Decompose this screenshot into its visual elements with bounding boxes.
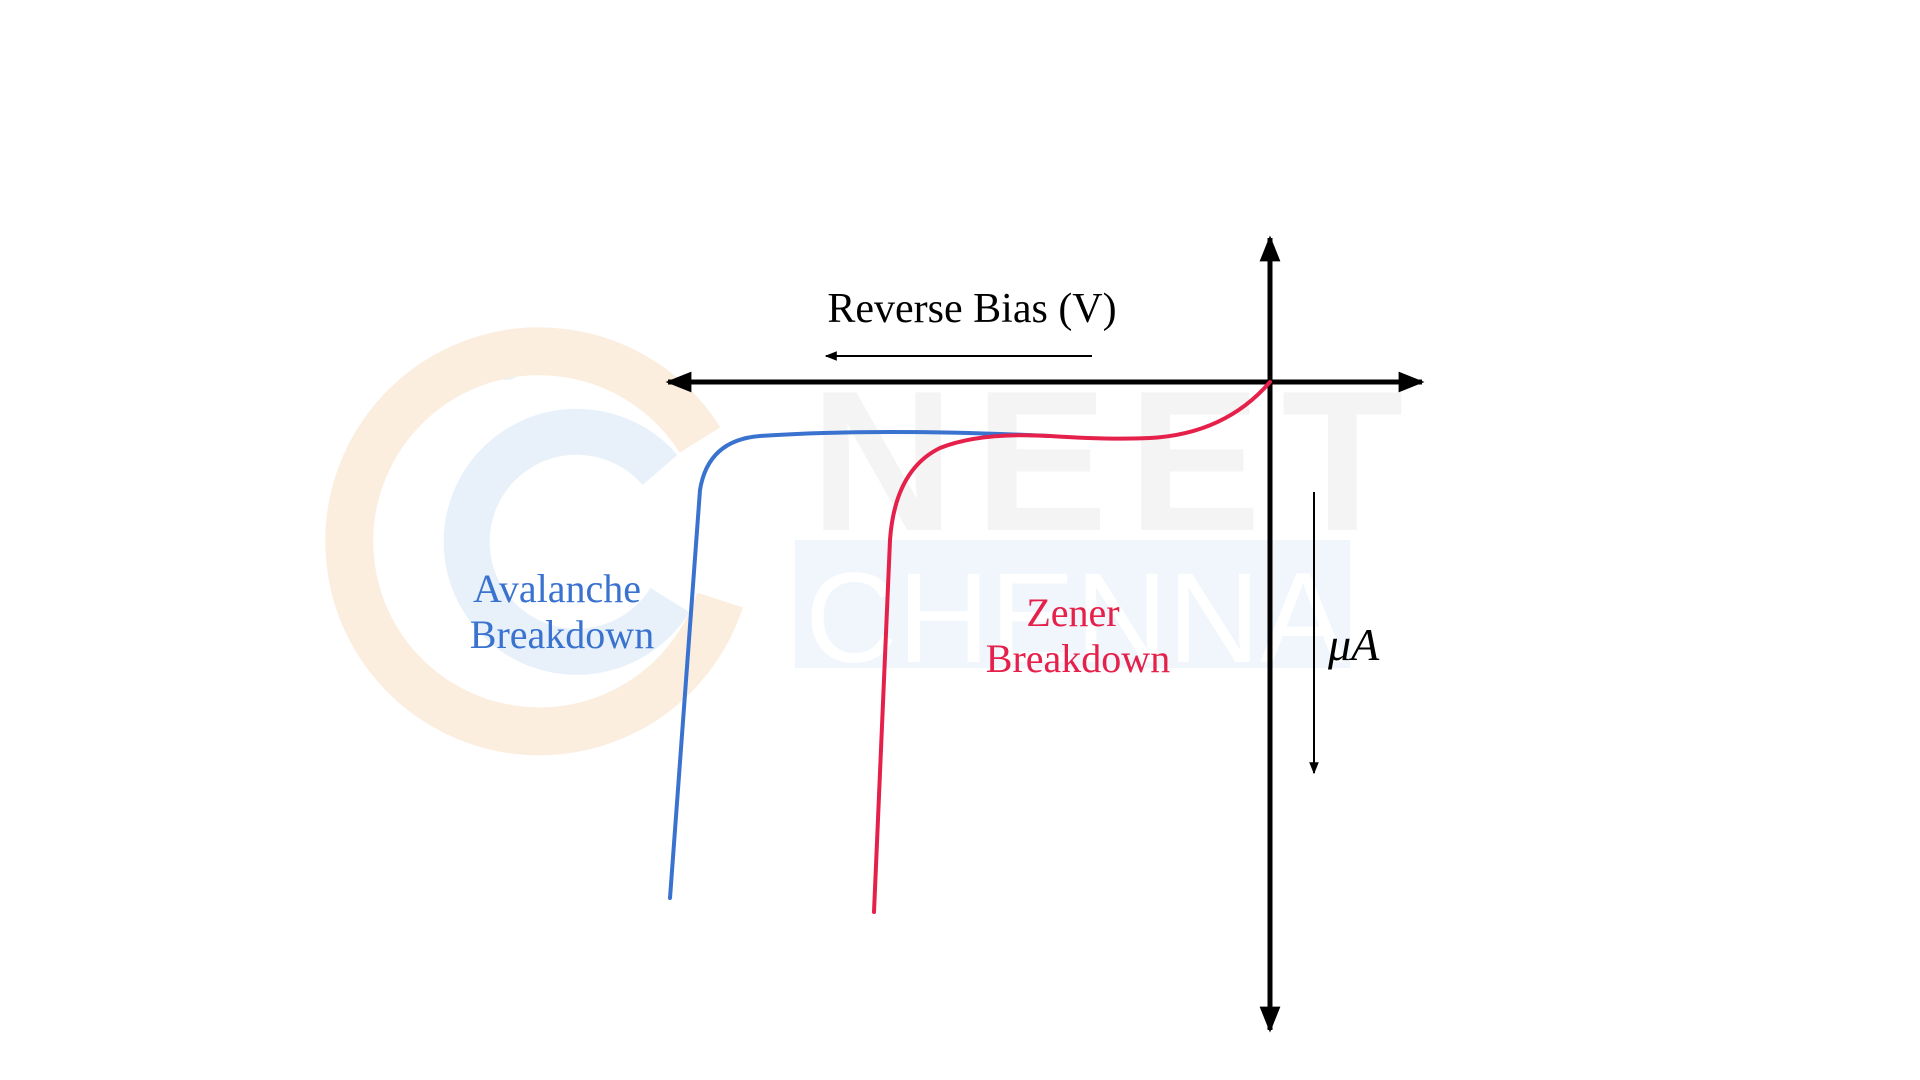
zener-curve [872, 380, 1272, 914]
zener-label-line-1: Zener [1026, 590, 1119, 635]
watermark-logo: NEET CHENNAI [325, 327, 1403, 756]
avalanche-label: Avalanche Breakdown [470, 566, 654, 657]
watermark-ring [325, 327, 743, 756]
zener-label-line-2: Breakdown [986, 636, 1170, 681]
current-unit-label: μA [1327, 619, 1380, 670]
watermark-text-2: CHENNAI [805, 547, 1381, 690]
avalanche-label-line-1: Avalanche [473, 566, 641, 611]
zener-label: Zener Breakdown [986, 590, 1170, 681]
avalanche-label-line-2: Breakdown [470, 612, 654, 657]
watermark-c [443, 408, 690, 675]
avalanche-curve [668, 430, 1052, 900]
axis-label: Reverse Bias (V) [827, 286, 1116, 332]
